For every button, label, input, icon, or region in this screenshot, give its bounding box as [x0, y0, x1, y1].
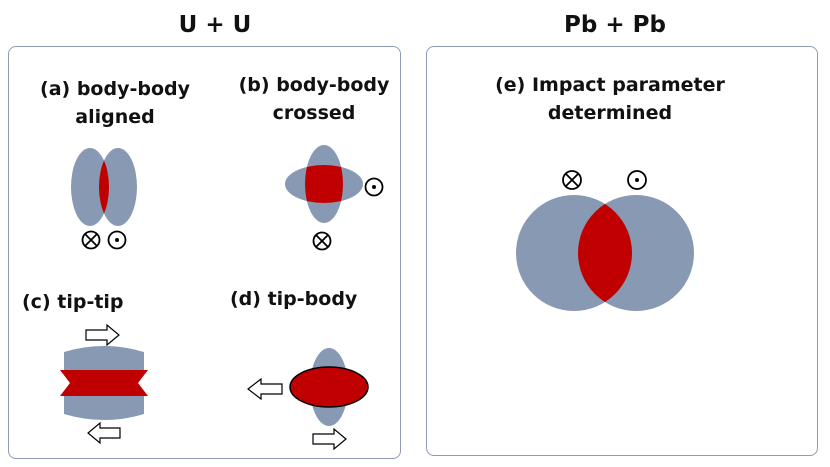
nuclei-d [289, 348, 369, 426]
panel-pb-pb [426, 46, 818, 456]
label-b-line1: (b) body-body [238, 74, 390, 96]
label-c: (c) tip-tip [22, 291, 124, 313]
hollow-arrow-icon [247, 377, 283, 401]
panel-u-u [8, 46, 401, 459]
label-e-line1: (e) Impact parameter [495, 74, 725, 96]
label-b-line2: crossed [272, 102, 356, 124]
circle-cross-icon [312, 231, 332, 251]
overlap-d [289, 366, 369, 408]
title-pb-pb: Pb + Pb [564, 12, 666, 38]
hollow-arrow-icon [87, 421, 121, 445]
circle-cross-icon [562, 170, 582, 190]
label-a-line2: aligned [75, 106, 155, 128]
overlap-c [60, 346, 148, 420]
nucleus-a-right [99, 148, 137, 226]
circle-dot-icon [107, 230, 127, 250]
label-a-line1: (a) body-body [40, 78, 190, 100]
title-u-u: U + U [178, 12, 252, 38]
hollow-arrow-icon [312, 427, 347, 451]
label-e-line2: determined [547, 102, 673, 124]
label-d: (d) tip-body [230, 288, 358, 310]
nuclei-a [71, 148, 137, 226]
circle-dot-icon [364, 177, 384, 197]
overlap-e [578, 195, 632, 311]
overlap-b [305, 165, 343, 203]
hollow-arrow-icon [85, 323, 120, 347]
nucleus-a-left [71, 148, 109, 226]
nuclei-b [285, 145, 363, 223]
nuclei-e [516, 195, 694, 311]
circle-cross-icon [81, 230, 101, 250]
circle-dot-icon [627, 170, 647, 190]
